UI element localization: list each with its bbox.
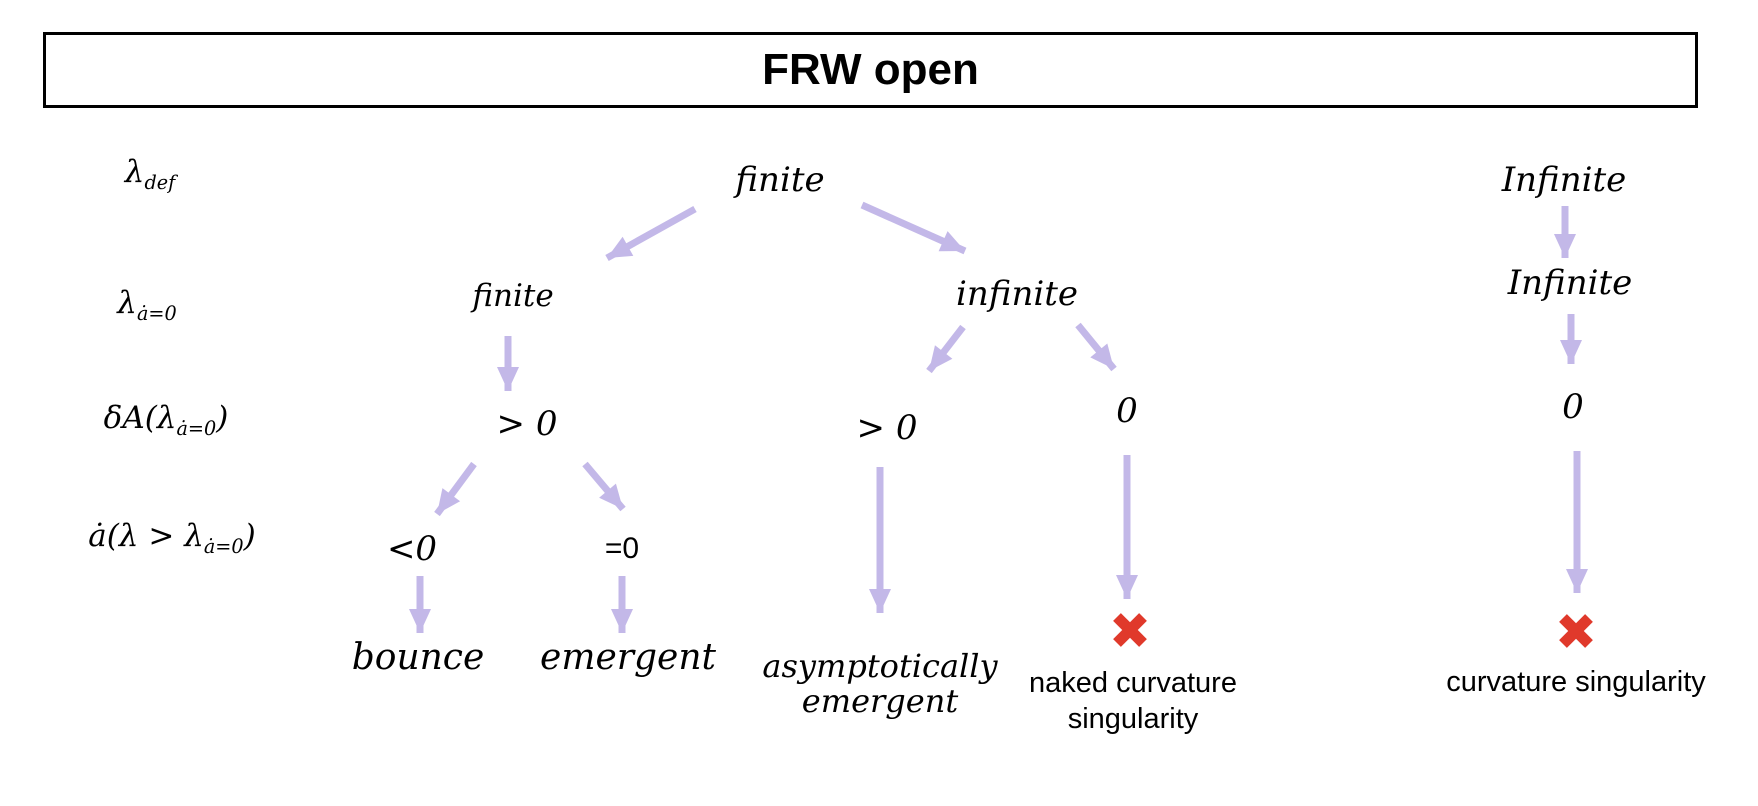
- node-deltaA-0-mid: 0: [1116, 391, 1138, 431]
- node-deltaA-gt0-mid: > 0: [856, 408, 918, 448]
- outcome-bounce: bounce: [351, 637, 485, 679]
- row-label-adot-condition: ȧ(λ > λȧ=0): [88, 517, 256, 559]
- arrow-deltaA-gt0-left-to-adot-lt0: [434, 461, 477, 517]
- node-deltaA-gt0-left: > 0: [496, 404, 558, 444]
- node-adot-eq0: =0: [604, 532, 640, 565]
- arrow-lambda-def-finite-to-lambda-adot-finite: [605, 205, 697, 262]
- outcome-naked-curvature-singularity: naked curvature singularity: [1029, 666, 1237, 735]
- outcome-curvature-singularity: curvature singularity: [1446, 665, 1706, 698]
- outcome-emergent: emergent: [540, 637, 716, 679]
- blocked-cross-icon: [1111, 611, 1149, 649]
- page-title: FRW open: [762, 45, 979, 94]
- title-box: FRW open: [43, 32, 1698, 108]
- arrow-lambda-adot-infinite-to-deltaA-gt0-mid: [926, 324, 966, 374]
- row-label-deltaA: δA(λȧ=0): [103, 399, 229, 441]
- node-lambda-adot-infinite: infinite: [955, 274, 1079, 314]
- node-lambda-adot-finite: finite: [472, 278, 554, 314]
- arrow-lambda-adot-infinite-to-deltaA-0-mid: [1075, 322, 1117, 372]
- row-label-lambda-def: λdef: [124, 153, 176, 195]
- node-lambda-adot-infinite-right: Infinite: [1507, 263, 1633, 303]
- node-deltaA-0-right: 0: [1562, 387, 1584, 427]
- arrow-deltaA-gt0-left-to-adot-eq0: [582, 461, 626, 512]
- blocked-cross-icon: [1557, 612, 1595, 650]
- row-label-lambda-adot0: λȧ=0: [117, 284, 177, 326]
- arrow-lambda-def-finite-to-lambda-adot-infinite: [860, 201, 967, 255]
- node-lambda-def-finite: finite: [735, 160, 825, 200]
- node-lambda-def-infinite: Infinite: [1501, 160, 1627, 200]
- outcome-asymptotically-emergent: asymptotically emergent: [762, 646, 998, 720]
- node-adot-lt0: <0: [386, 529, 438, 569]
